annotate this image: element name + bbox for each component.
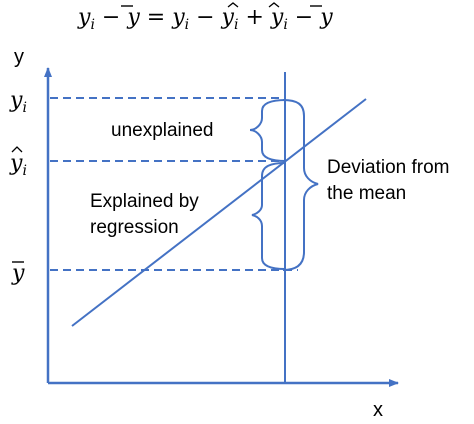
eq-minus-3: − — [288, 5, 320, 30]
svg-text:yi: yi — [9, 88, 27, 116]
y-axis-label: y — [14, 46, 24, 68]
deviation-label-line1: Deviation from — [327, 157, 450, 178]
eq-t1-sub: i — [185, 17, 189, 33]
eq-minus-1: − — [95, 5, 127, 30]
svg-text:y: y — [11, 261, 25, 286]
svg-text:yi: yi — [9, 151, 27, 179]
tick-yi: yi — [9, 88, 27, 116]
deviation-label-line2: the mean — [327, 183, 406, 204]
eq-t4: y — [319, 5, 333, 30]
unexplained-brace — [249, 99, 287, 162]
regression-line — [71, 98, 367, 327]
tick-ybar: y — [11, 261, 25, 286]
eq-minus-2: − — [189, 5, 221, 30]
eq-t2-hat — [227, 2, 239, 8]
eq-t2-sub: i — [234, 17, 238, 33]
eq-t2: y — [221, 5, 235, 30]
deviation-brace — [282, 99, 319, 271]
eq-t1: y — [171, 5, 185, 30]
eq-t3-hat — [268, 2, 280, 8]
eq-lhs: y — [77, 5, 91, 30]
explained-brace — [251, 162, 286, 270]
eq-ybar: y — [126, 5, 140, 30]
unexplained-label: unexplained — [111, 120, 213, 141]
explained-label-line1: Explained by — [90, 191, 199, 212]
eq-equals: = — [140, 5, 172, 30]
svg-text:yi − y = yi − yi + yi − y: yi − y = yi − yi + yi − y — [77, 5, 333, 33]
eq-plus: + — [238, 5, 270, 30]
tick-yhat-i: yi — [9, 146, 27, 179]
eq-lhs-sub: i — [90, 17, 94, 33]
equation: yi − y = yi − yi + yi − y — [77, 2, 333, 33]
eq-t3: y — [270, 5, 284, 30]
explained-label-line2: regression — [90, 217, 179, 238]
eq-t3-sub: i — [283, 17, 287, 33]
x-axis-label: x — [373, 399, 383, 421]
